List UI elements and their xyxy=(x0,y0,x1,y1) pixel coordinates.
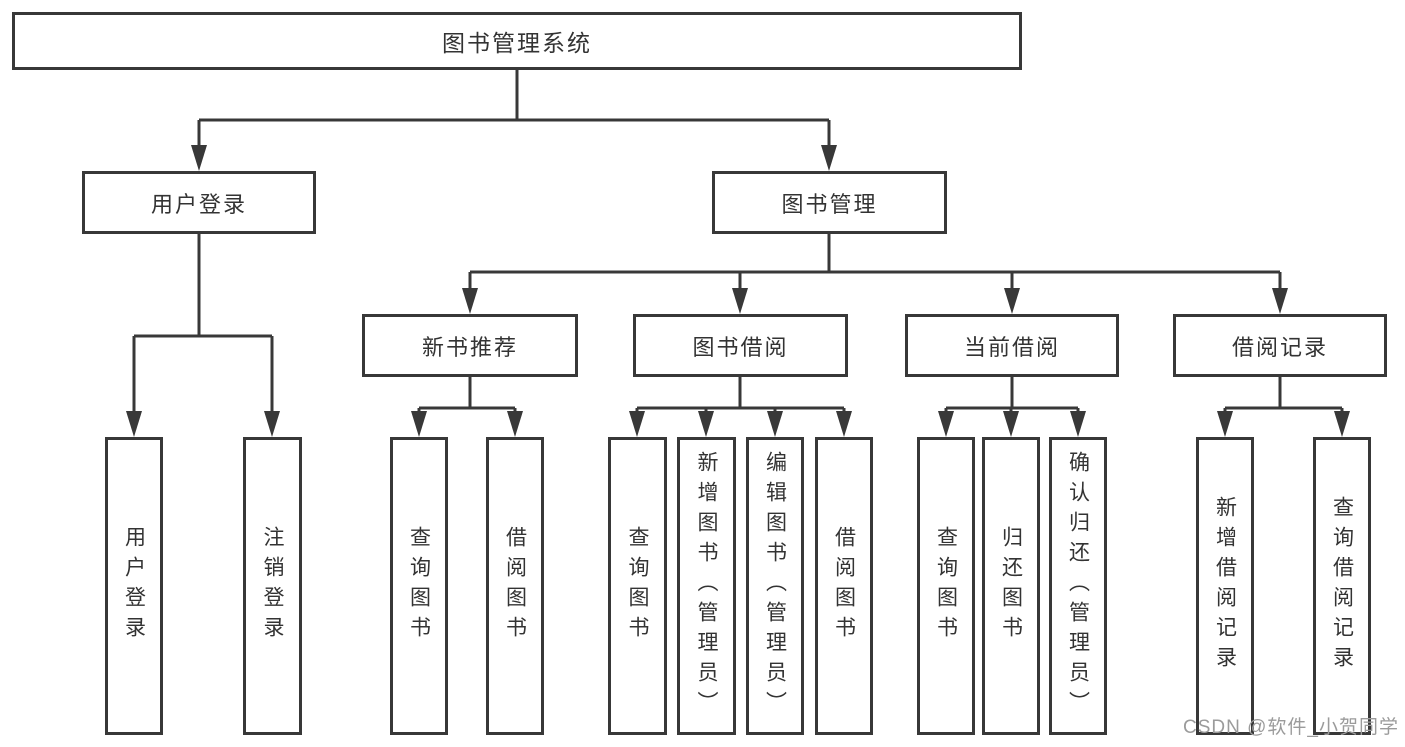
leaf-bb-add-book-admin: 新增图书（管理员） xyxy=(677,437,736,735)
leaf-logout-login: 注销登录 xyxy=(243,437,302,735)
node-current-borrow: 当前借阅 xyxy=(905,314,1119,377)
leaf-nbr-borrow-book: 借阅图书 xyxy=(486,437,544,735)
watermark-text: CSDN @软件_小贺同学 xyxy=(1183,717,1399,738)
leaf-bb-borrow-book: 借阅图书 xyxy=(815,437,873,735)
leaf-nbr-query-book: 查询图书 xyxy=(390,437,448,735)
node-user-login: 用户登录 xyxy=(82,171,316,234)
leaf-cb-return-book: 归还图书 xyxy=(982,437,1040,735)
node-book-borrow: 图书借阅 xyxy=(633,314,848,377)
leaf-bb-edit-book-admin: 编辑图书（管理员） xyxy=(746,437,804,735)
leaf-cb-query-book: 查询图书 xyxy=(917,437,975,735)
leaf-br-add-record: 新增借阅记录 xyxy=(1196,437,1254,735)
node-borrow-records: 借阅记录 xyxy=(1173,314,1387,377)
leaf-br-query-record: 查询借阅记录 xyxy=(1313,437,1371,735)
leaf-cb-confirm-return-admin: 确认归还（管理员） xyxy=(1049,437,1107,735)
leaf-user-login: 用户登录 xyxy=(105,437,163,735)
leaf-bb-query-book: 查询图书 xyxy=(608,437,667,735)
node-book-management: 图书管理 xyxy=(712,171,947,234)
node-library-system: 图书管理系统 xyxy=(12,12,1022,70)
node-new-book-recommend: 新书推荐 xyxy=(362,314,578,377)
